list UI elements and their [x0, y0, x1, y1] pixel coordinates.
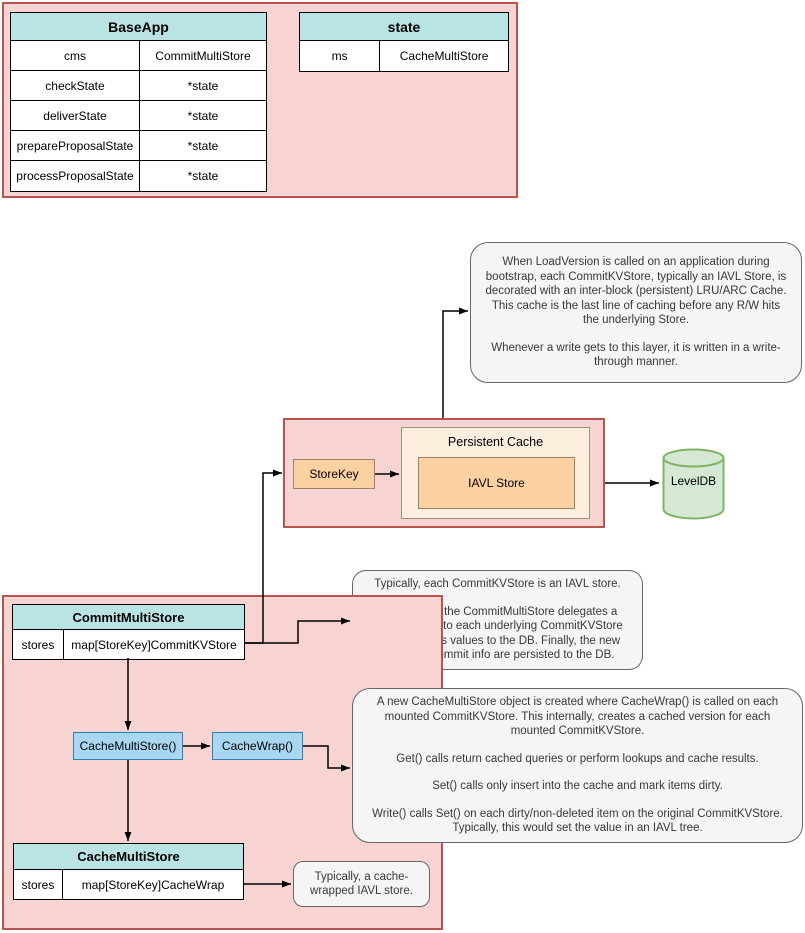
- persistent-cache-label: Persistent Cache: [447, 435, 544, 449]
- table-cell: processProposalState: [11, 161, 140, 191]
- commit-multi-store-title: CommitMultiStore: [13, 605, 244, 630]
- table-row: ms CacheMultiStore: [300, 41, 508, 71]
- leveldb-node: LevelDB: [662, 448, 725, 520]
- note-cache-wrap-behavior: A new CacheMultiStore object is created …: [352, 688, 803, 843]
- note-paragraph: When LoadVersion is called on an applica…: [485, 256, 787, 327]
- cache-multi-store-table: CacheMultiStore stores map[StoreKey]Cach…: [13, 843, 244, 900]
- table-cell: stores: [14, 870, 63, 899]
- table-cell: stores: [13, 630, 64, 659]
- cache-multi-store-fn-label: CacheMultiStore(): [79, 739, 177, 753]
- table-row: prepareProposalState *state: [11, 131, 266, 161]
- table-cell: deliverState: [11, 101, 140, 130]
- state-table: state ms CacheMultiStore: [299, 12, 509, 72]
- connector-cache-group-to-loadversion-note: [442, 307, 468, 418]
- baseapp-table-title: BaseApp: [11, 13, 266, 41]
- table-row: stores map[StoreKey]CacheWrap: [14, 870, 243, 899]
- table-cell: *state: [187, 169, 219, 183]
- table-cell: *state: [187, 138, 219, 153]
- table-row: processProposalState *state: [11, 161, 266, 191]
- database-cylinder-icon: [662, 448, 725, 520]
- table-cell: cms: [11, 41, 140, 70]
- table-cell: *state: [187, 78, 219, 93]
- cache-multi-store-title: CacheMultiStore: [14, 844, 243, 870]
- table-cell: CacheMultiStore: [399, 49, 489, 63]
- table-cell: *state: [187, 108, 219, 123]
- table-row: stores map[StoreKey]CommitKVStore: [13, 630, 244, 659]
- iavl-store-label: IAVL Store: [468, 476, 525, 490]
- storekey-label: StoreKey: [309, 467, 359, 481]
- note-paragraph: Whenever a write gets to this layer, it …: [491, 341, 781, 369]
- state-table-title: state: [300, 13, 508, 41]
- table-cell: checkState: [11, 71, 140, 100]
- table-cell: ms: [300, 41, 381, 71]
- note-paragraph: Write() calls Set() on each dirty/non-de…: [372, 807, 783, 835]
- note-paragraph: Get() calls return cached queries or per…: [396, 752, 759, 765]
- note-cache-wrapped-iavl: Typically, a cache-wrapped IAVL store.: [293, 861, 430, 907]
- table-row: checkState *state: [11, 71, 266, 101]
- note-load-version: When LoadVersion is called on an applica…: [470, 242, 802, 383]
- note-paragraph: Typically, a cache-wrapped IAVL store.: [310, 870, 413, 897]
- cache-wrap-fn-node: CacheWrap(): [212, 732, 303, 760]
- table-cell: map[StoreKey]CacheWrap: [81, 877, 225, 892]
- table-row: deliverState *state: [11, 101, 266, 131]
- cache-wrap-fn-label: CacheWrap(): [221, 739, 294, 753]
- commit-multi-store-table: CommitMultiStore stores map[StoreKey]Com…: [12, 604, 245, 660]
- table-cell: prepareProposalState: [11, 131, 140, 160]
- note-paragraph: A new CacheMultiStore object is created …: [376, 696, 779, 738]
- cache-multi-store-fn-node: CacheMultiStore(): [73, 732, 183, 760]
- iavl-store-node: IAVL Store: [418, 457, 575, 509]
- table-cell: CommitMultiStore: [155, 48, 251, 63]
- baseapp-table: BaseApp cms CommitMultiStore checkState …: [10, 12, 267, 192]
- note-paragraph: Set() calls only insert into the cache a…: [432, 780, 723, 793]
- leveldb-label: LevelDB: [670, 474, 717, 488]
- note-paragraph: Typically, each CommitKVStore is an IAVL…: [374, 578, 621, 591]
- table-row: cms CommitMultiStore: [11, 41, 266, 71]
- storekey-node: StoreKey: [293, 459, 375, 489]
- table-cell: map[StoreKey]CommitKVStore: [71, 637, 237, 652]
